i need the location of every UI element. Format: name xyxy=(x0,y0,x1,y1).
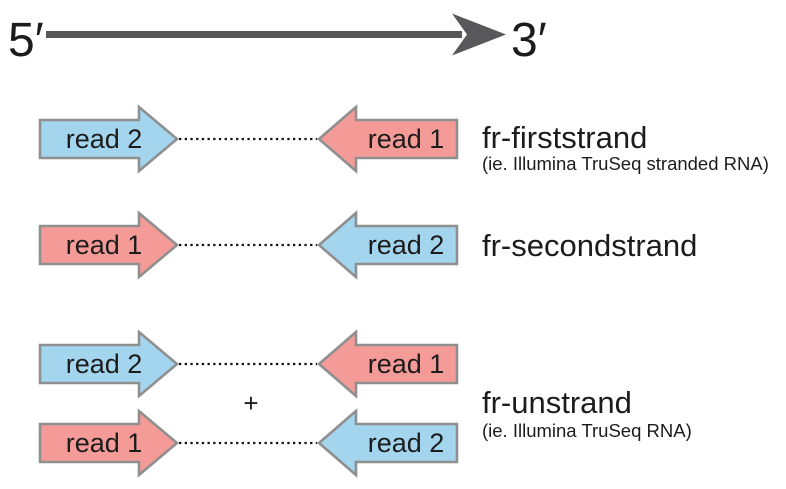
reverse-read-arrow xyxy=(317,104,459,174)
protocol-note-fr-unstrand: (ie. Illumina TruSeq RNA) xyxy=(482,420,692,441)
reverse-read-arrow xyxy=(317,329,459,399)
reverse-read-label: read 2 xyxy=(368,230,445,260)
reverse-read-label: read 2 xyxy=(368,428,445,458)
forward-read-label: read 1 xyxy=(66,230,143,260)
forward-read-label: read 2 xyxy=(66,124,143,154)
reverse-read-arrow xyxy=(317,210,459,280)
protocol-title-fr-firststrand: fr-firststrand xyxy=(482,120,647,155)
protocol-title-fr-secondstrand: fr-secondstrand xyxy=(482,228,697,263)
forward-read-arrow xyxy=(38,104,180,174)
forward-read-arrow xyxy=(38,408,180,478)
forward-read-arrow xyxy=(38,329,180,399)
forward-read-arrow xyxy=(38,210,180,280)
read-pair-row-1: read 2 read 1 xyxy=(38,104,459,174)
reverse-read-label: read 1 xyxy=(368,349,445,379)
read-pair-row-2: read 1 read 2 xyxy=(38,210,459,280)
read-pair-row-4: read 1 read 2 xyxy=(38,408,459,478)
forward-read-label: read 2 xyxy=(66,349,143,379)
protocol-title-fr-unstrand: fr-unstrand xyxy=(482,385,632,420)
five-prime-label: 5′ xyxy=(8,14,44,67)
plus-sign: + xyxy=(243,388,258,418)
reference-axis: 5′ 3′ xyxy=(8,13,547,67)
three-prime-label: 3′ xyxy=(511,14,547,67)
reverse-read-arrow xyxy=(317,408,459,478)
forward-read-label: read 1 xyxy=(66,428,143,458)
axis-arrowhead-icon xyxy=(452,13,506,56)
read-pair-row-3: read 2 read 1 xyxy=(38,329,459,399)
protocol-note-fr-firststrand: (ie. Illumina TruSeq stranded RNA) xyxy=(482,153,769,174)
reverse-read-label: read 1 xyxy=(368,124,445,154)
